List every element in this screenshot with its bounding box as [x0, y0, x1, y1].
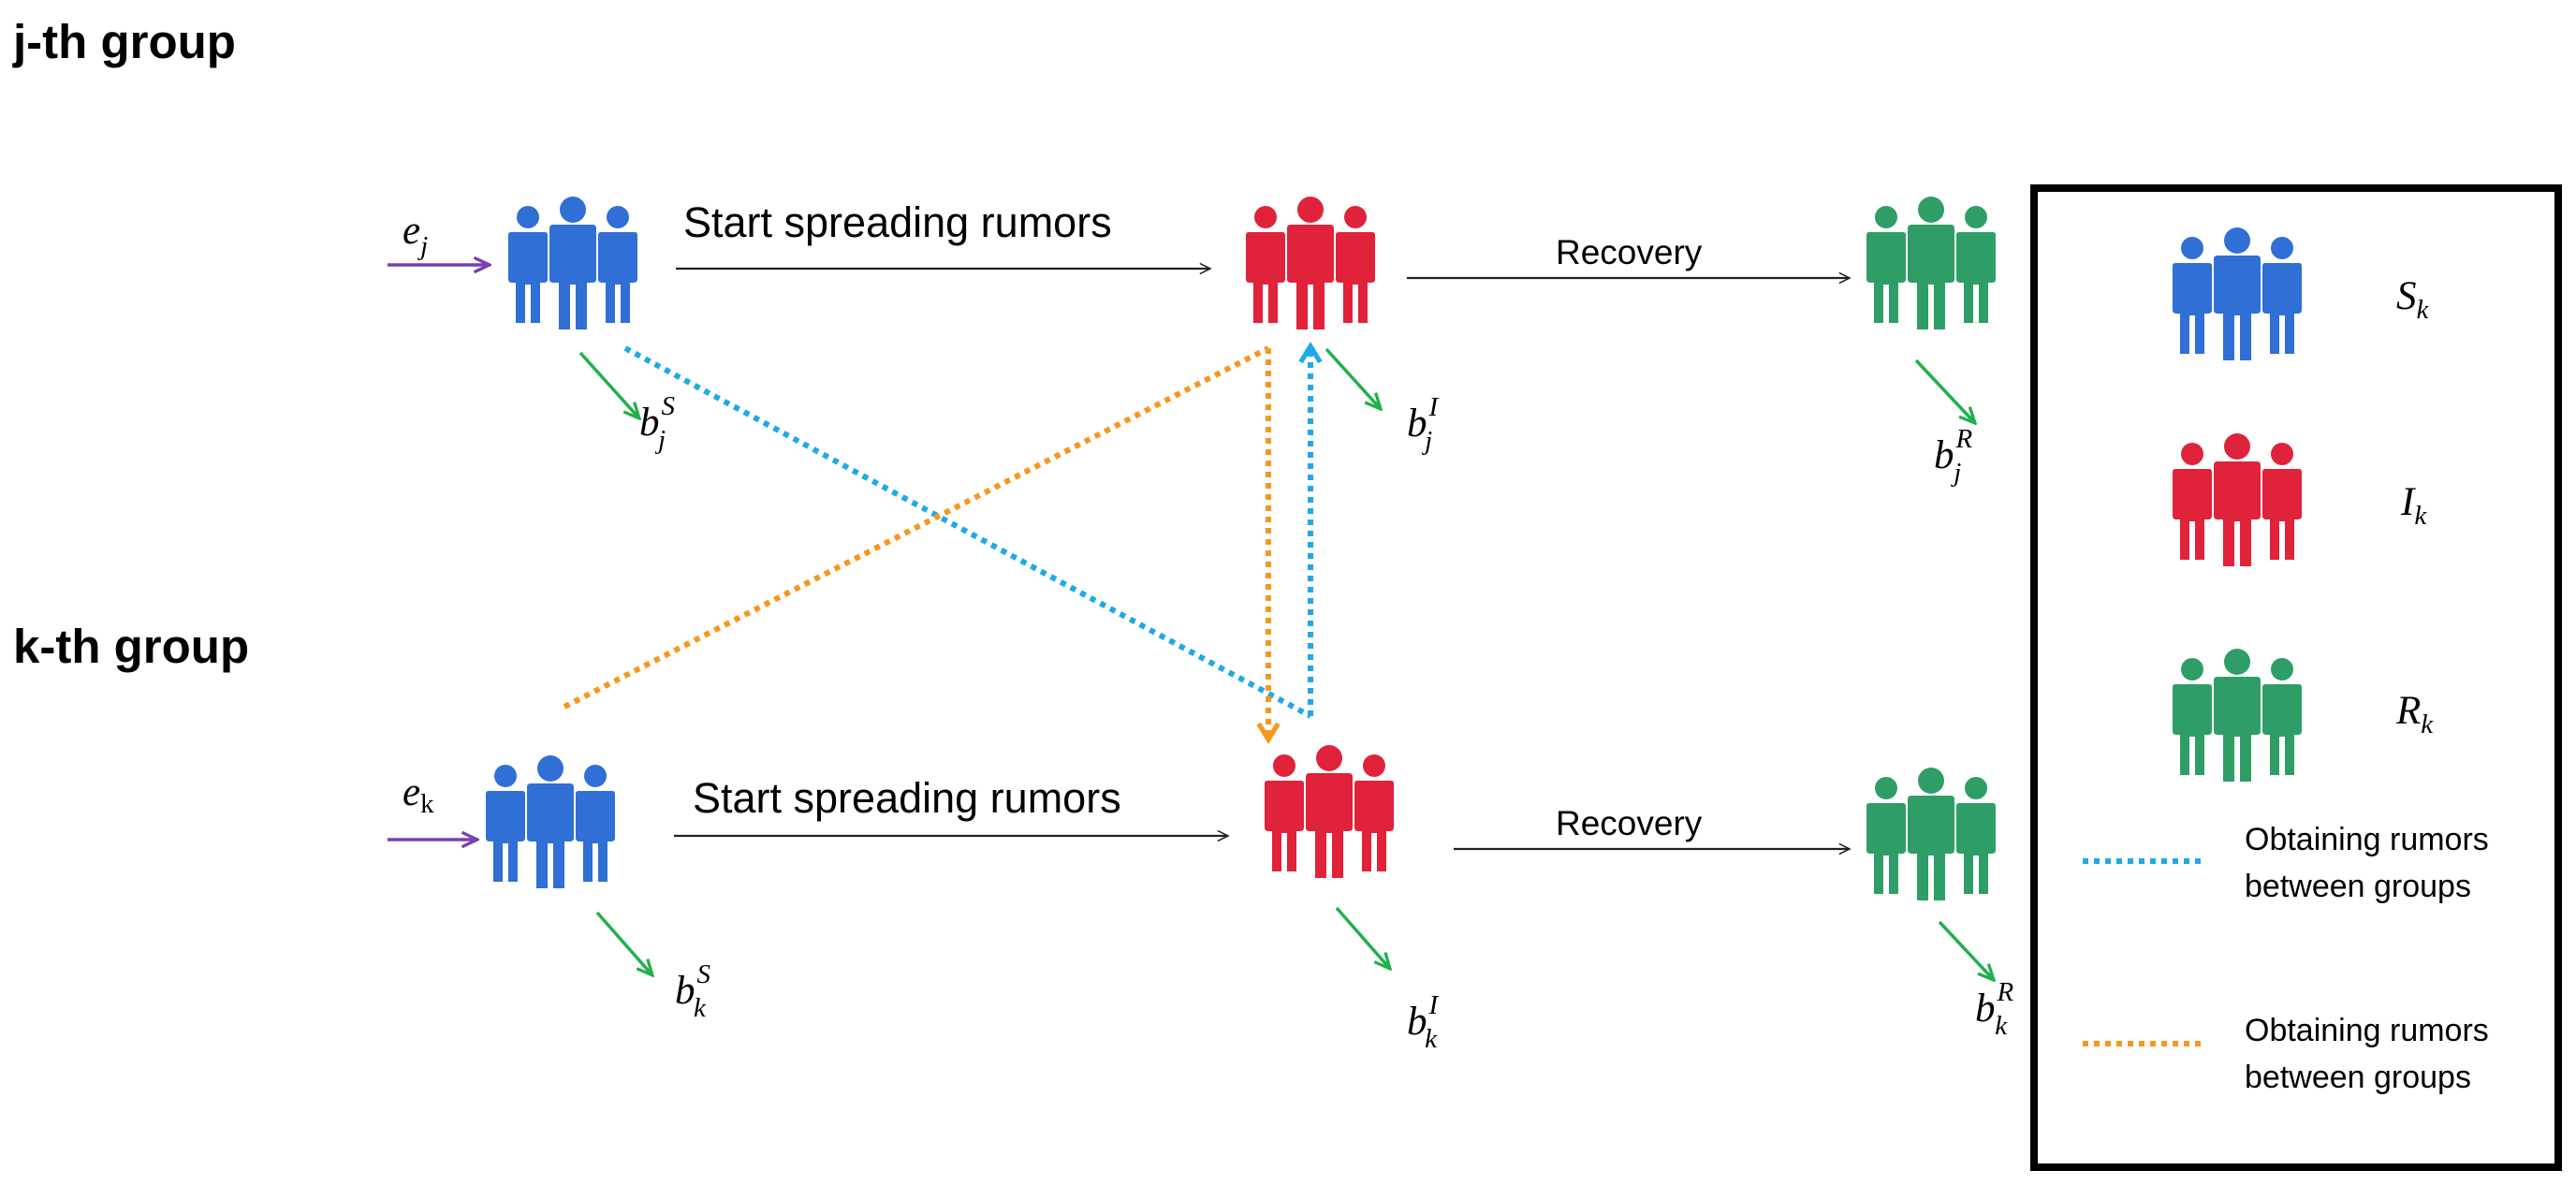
group-k-birth-s-arrow	[595, 911, 652, 975]
legend-orange-label-line2: between groups	[2245, 1060, 2471, 1095]
group-j-birth-i-arrow	[1325, 347, 1381, 409]
legend-susceptible-label: Sk	[2396, 274, 2430, 325]
legend-infected-label: Ik	[2400, 480, 2427, 531]
group-k-spread-label: Start spreading rumors	[693, 774, 1121, 822]
legend-orange-label-line1: Obtaining rumors	[2245, 1013, 2489, 1048]
group-k-birth-r-arrow	[1938, 920, 1994, 980]
group-k-birth-i-arrow	[1335, 906, 1390, 969]
group-k-recovered-icon	[1866, 768, 1996, 900]
group-k-title: k-th group	[13, 620, 249, 673]
legend-blue-label-line1: Obtaining rumors	[2245, 822, 2489, 857]
cross-line-blue-s-to-i	[623, 345, 1312, 719]
legend-blue-label-line2: between groups	[2245, 869, 2471, 904]
group-k-recovery-label: Recovery	[1556, 804, 1703, 842]
legend-recovered-label: Rk	[2395, 689, 2434, 739]
cross-line-orange-k-to-j	[563, 345, 1270, 710]
group-j-infected-icon	[1246, 197, 1375, 329]
group-j-spread-label: Start spreading rumors	[683, 198, 1112, 246]
group-j-title: j-th group	[12, 15, 236, 68]
group-j-birth-r-arrow	[1914, 358, 1975, 423]
group-j-birth-s-arrow	[578, 351, 639, 418]
group-k-entry-label: ek	[402, 770, 434, 819]
group-k-susceptible-icon	[486, 755, 615, 888]
group-j-susceptible-icon	[508, 197, 637, 329]
group-j-recovery-label: Recovery	[1556, 233, 1703, 271]
group-j-entry-label: ej	[402, 209, 428, 261]
group-j-recovered-icon	[1866, 197, 1996, 329]
group-k-infected-icon	[1265, 745, 1394, 878]
legend-box	[2030, 184, 2562, 1171]
